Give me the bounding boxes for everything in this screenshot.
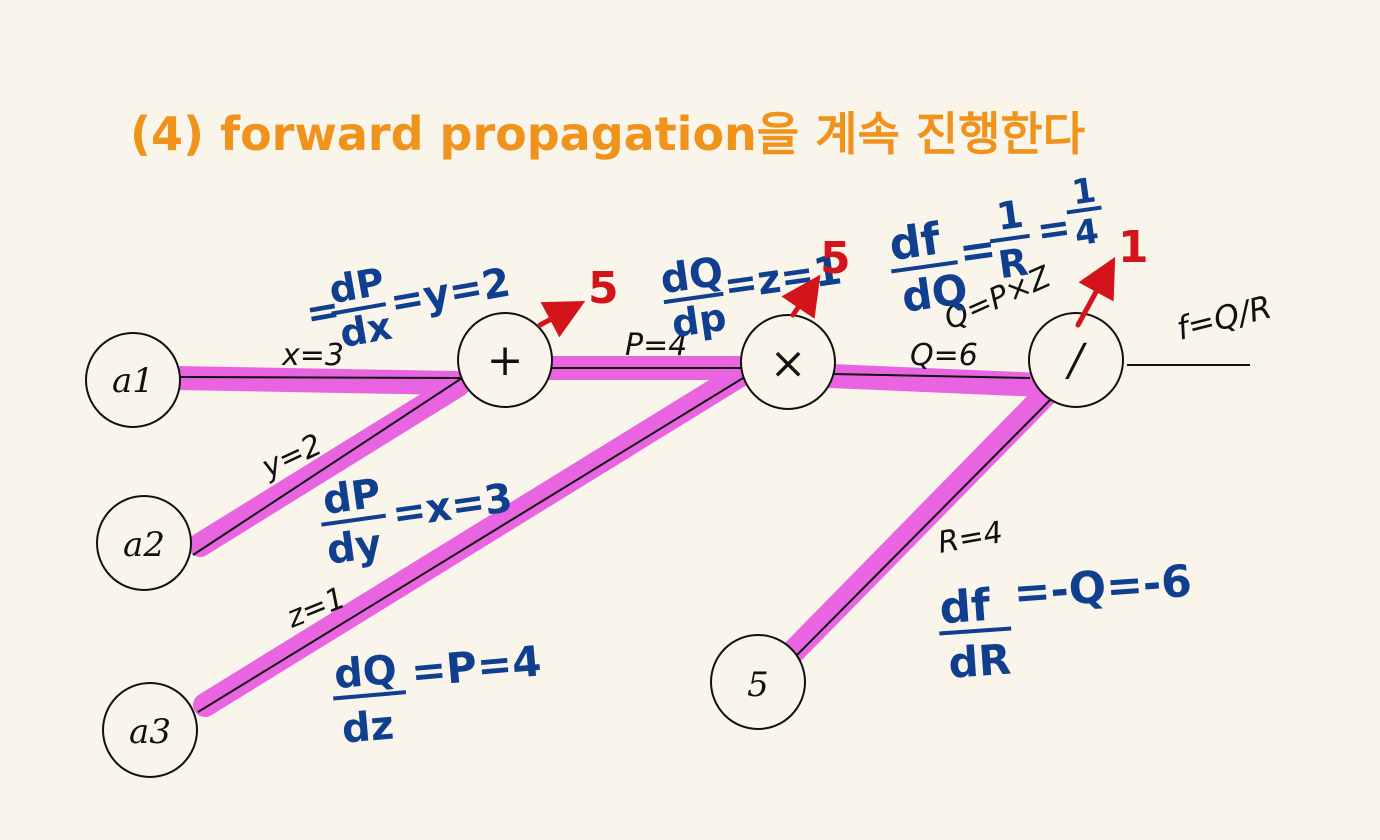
node-div (1028, 312, 1124, 408)
edge-label-p: P=4 (625, 328, 687, 363)
gradient-df-dq-frac1-den: R (995, 240, 1030, 288)
gradient-df-dq-frac2-num: 1 (1069, 170, 1098, 213)
arrow-div-out (1075, 256, 1116, 328)
gradient-df-dr: df dR =-Q=-6 (938, 556, 1194, 688)
gradient-df-dq-frac2-den: 4 (1072, 211, 1101, 254)
gradient-dp-dy-den: dy (324, 521, 385, 574)
page-title: (4) forward propagation을 계속 진행한다 (130, 107, 1085, 161)
gradient-df-dq-frac1-bar (989, 233, 1030, 244)
node-a1 (85, 332, 181, 428)
output-div-value: 1 (1118, 222, 1149, 273)
gradient-dp-dx-den: dx (337, 304, 396, 356)
gradient-df-dq-bar (891, 260, 958, 274)
edges (179, 364, 1250, 713)
gradient-dq-dz-rhs: =P=4 (409, 636, 543, 696)
gradient-dp-dy: dP dy =x=3 (320, 470, 515, 574)
gradient-df-dq-num: df (886, 213, 944, 271)
node-five (710, 634, 806, 730)
edge-mul-div (831, 373, 1031, 379)
edge-label-f-def: f=Q/R (1173, 288, 1276, 348)
gradient-dq-dz-bar (333, 690, 407, 701)
gradient-dq-dz: dQ dz =P=4 (332, 636, 543, 752)
highlight-mul-div (818, 364, 1054, 397)
node-a3-label: a3 (129, 712, 171, 752)
gradient-dq-dz-num: dQ (332, 647, 398, 698)
node-a1-label: a1 (112, 361, 154, 401)
gradient-df-dq-frac2-bar (1066, 205, 1102, 215)
highlight-a1-add (163, 366, 467, 395)
gradient-df-dr-num: df (938, 580, 993, 634)
gradient-df-dq-den: dQ (899, 264, 971, 322)
edge-label-r: R=4 (935, 515, 1005, 561)
edge-a1-add (179, 376, 461, 379)
edge-label-q: Q=6 (910, 338, 978, 373)
output-add-value: 5 (588, 263, 619, 314)
output-arrows (537, 256, 1116, 338)
node-a2 (96, 495, 192, 591)
gradient-dq-dz-den: dz (340, 702, 396, 752)
node-a2-label: a2 (123, 525, 165, 565)
edge-five-div (794, 394, 1056, 658)
gradient-dq-dp-den: dp (669, 295, 729, 346)
node-add-label: + (487, 335, 524, 386)
node-div-label: / (1065, 335, 1088, 386)
node-mul-label: × (770, 338, 807, 389)
gradient-dp-dx-num: dP (326, 259, 388, 312)
highlight-paths (163, 356, 1062, 717)
node-a3 (102, 682, 198, 778)
gradient-df-dq: df dQ = 1 R = 1 4 (886, 170, 1102, 322)
gradient-dp-dy-num: dP (320, 470, 384, 524)
edge-a2-add (192, 377, 463, 556)
edge-label-x: x=3 (281, 338, 344, 373)
gradient-df-dr-den: dR (947, 635, 1013, 688)
gradient-dq-dp-bar (663, 291, 724, 305)
gradient-dp-dx-bar (331, 302, 387, 316)
arrow-mul-out (781, 274, 821, 319)
gradient-df-dq-frac1-num: 1 (994, 192, 1026, 239)
node-five-label: 5 (747, 665, 769, 705)
gradient-dp-dy-bar (321, 513, 387, 527)
highlight-five-div (778, 378, 1062, 667)
edge-a3-mul (197, 374, 749, 713)
gradient-df-dr-bar (939, 626, 1012, 636)
node-add (457, 312, 553, 408)
arrow-add-out (537, 300, 586, 338)
output-mul-value: 5 (820, 233, 851, 284)
gradient-df-dq-eq1: = (956, 223, 1000, 279)
gradient-df-dr-rhs: =-Q=-6 (1012, 556, 1193, 619)
nodes (85, 312, 1124, 778)
highlight-a3-mul (193, 360, 757, 717)
